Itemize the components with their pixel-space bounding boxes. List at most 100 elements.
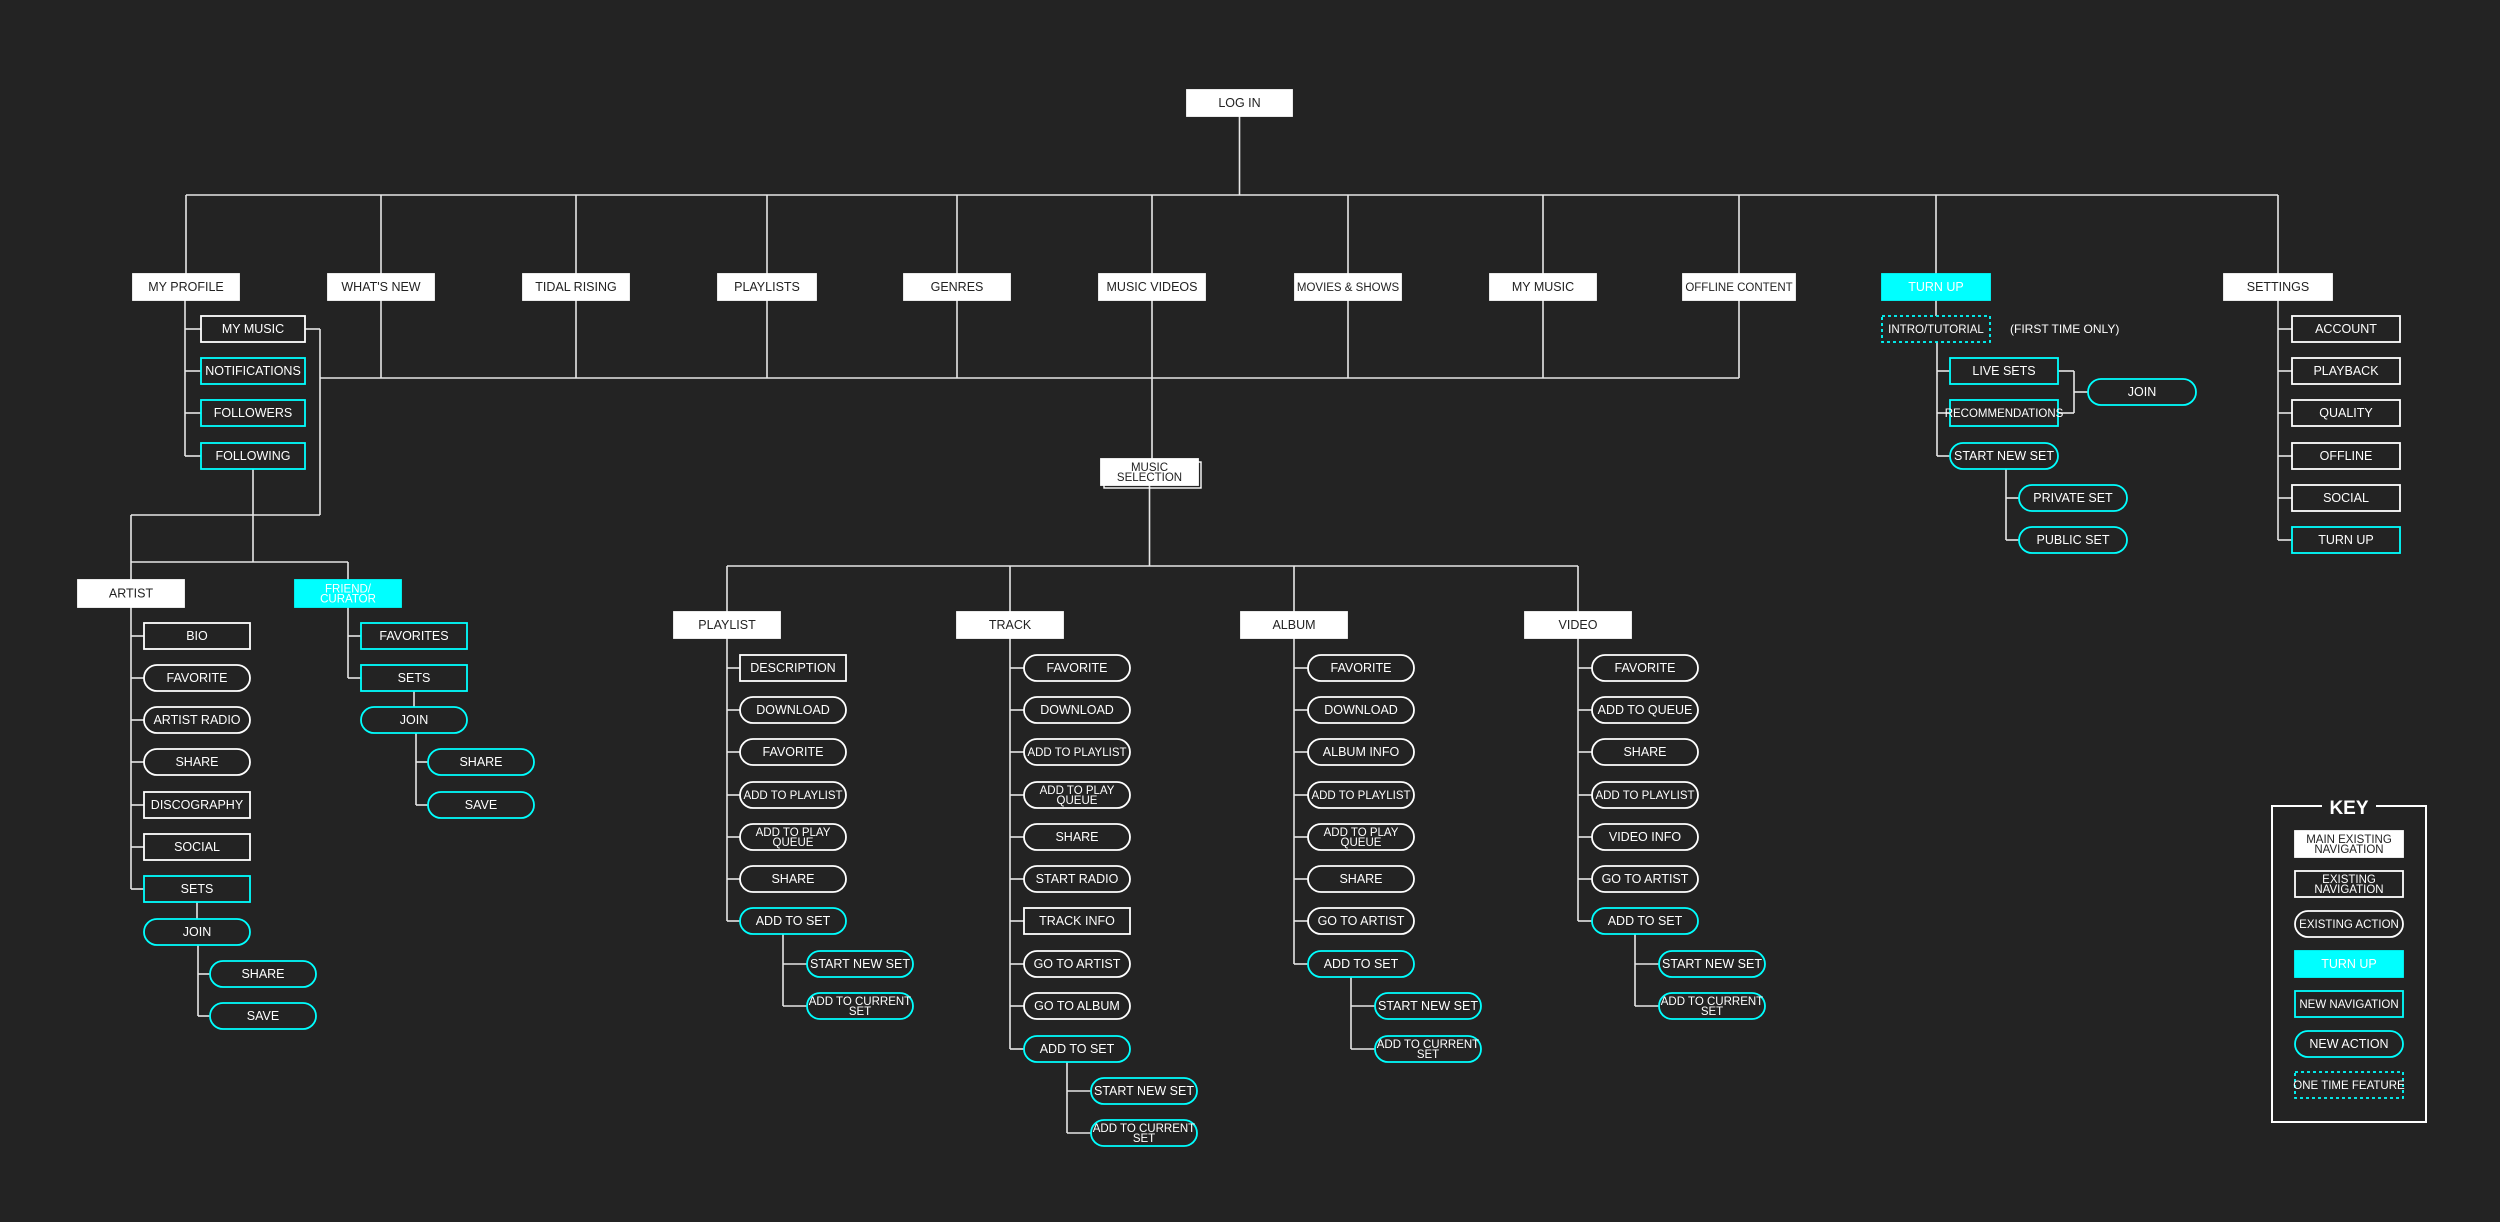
node-label: QUEUE (773, 837, 814, 849)
node-al-album-info: ALBUM INFO (1307, 738, 1415, 766)
node-frame (739, 865, 847, 893)
node-label: MY PROFILE (148, 280, 223, 294)
node-vi-add-to-set: ADD TO SET (1591, 907, 1699, 935)
node-label: DOWNLOAD (756, 703, 830, 717)
node-frame (739, 823, 847, 851)
node-label: SET (1701, 1006, 1723, 1018)
node-tr-favorite: FAVORITE (1023, 654, 1131, 682)
node-frame (1658, 992, 1766, 1020)
node-frame (522, 273, 630, 301)
node-frame (1949, 357, 2059, 385)
node-al-download: DOWNLOAD (1307, 696, 1415, 724)
node-frame (1591, 823, 1699, 851)
node-label: INTRO/TUTORIAL (1888, 324, 1984, 336)
node-al-go-to-artist: GO TO ARTIST (1307, 907, 1415, 935)
node-label: DESCRIPTION (750, 661, 835, 675)
node-pl-start-new-set: START NEW SET (806, 950, 914, 978)
node-start-new-set: START NEW SET (1949, 442, 2059, 470)
node-label: VIDEO (1559, 618, 1598, 632)
node-key-turn-up: TURN UP (2294, 950, 2404, 978)
node-following: FOLLOWING (200, 442, 306, 470)
node-label: TIDAL RISING (535, 280, 617, 294)
connector-lines (130, 116, 2292, 1134)
node-label: SHARE (771, 872, 814, 886)
node-frame (1591, 738, 1699, 766)
node-frame (739, 738, 847, 766)
node-frame (200, 315, 306, 343)
node-frame (1186, 89, 1293, 117)
node-private-set: PRIVATE SET (2018, 484, 2128, 512)
node-artist-join-save: SAVE (209, 1002, 317, 1030)
node-frame (1307, 738, 1415, 766)
node-label: ADD TO CURRENT (1377, 1039, 1479, 1051)
node-live-sets: LIVE SETS (1949, 357, 2059, 385)
node-label: OFFLINE CONTENT (1685, 282, 1792, 294)
node-frame (132, 273, 240, 301)
node-friend-join-save: SAVE (427, 791, 535, 819)
node-tr: TRACK (956, 611, 1064, 639)
node-followers: FOLLOWERS (200, 399, 306, 427)
node-frame (1090, 1077, 1198, 1105)
node-label: FAVORITE (763, 745, 824, 759)
node-label: SET (849, 1006, 871, 1018)
node-vi: VIDEO (1524, 611, 1632, 639)
node-label: START NEW SET (1662, 957, 1762, 971)
node-label: SETTINGS (2247, 280, 2310, 294)
node-al-share: SHARE (1307, 865, 1415, 893)
node-artist: ARTIST (77, 579, 185, 608)
node-genres: GENRES (903, 273, 1011, 301)
node-frame (1591, 781, 1699, 809)
node-frame (1023, 781, 1131, 809)
node-public-set: PUBLIC SET (2018, 526, 2128, 554)
node-tr-start-new-set: START NEW SET (1090, 1077, 1198, 1105)
node-pl-add-to-set: ADD TO SET (739, 907, 847, 935)
node-label: JOIN (2128, 385, 2156, 399)
node-pl-description: DESCRIPTION (739, 654, 847, 682)
node-frame (2018, 526, 2128, 554)
node-frame (1591, 696, 1699, 724)
node-artist-social: SOCIAL (143, 833, 251, 861)
node-label: ALBUM INFO (1323, 745, 1400, 759)
node-frame (1023, 992, 1131, 1020)
node-label: MUSIC (1131, 462, 1168, 474)
node-friend-sets: SETS (360, 664, 468, 692)
node-label: SOCIAL (174, 840, 220, 854)
node-tr-share: SHARE (1023, 823, 1131, 851)
node-label: ADD TO PLAY (1040, 785, 1115, 797)
node-frame (903, 273, 1011, 301)
node-label: WHAT'S NEW (341, 280, 420, 294)
node-frame (1023, 696, 1131, 724)
node-label: FAVORITE (1047, 661, 1108, 675)
node-tr-add-to-set: ADD TO SET (1023, 1035, 1131, 1063)
node-set-social: SOCIAL (2291, 484, 2401, 512)
node-label: ADD TO CURRENT (1661, 996, 1763, 1008)
node-frame (2291, 442, 2401, 470)
node-frame (1489, 273, 1597, 301)
node-label: QUEUE (1057, 795, 1098, 807)
node-friend-favorites: FAVORITES (360, 622, 468, 650)
key-title-gap (2322, 798, 2376, 814)
node-frame (739, 781, 847, 809)
node-label: VIDEO INFO (1609, 830, 1682, 844)
node-label: MUSIC VIDEOS (1107, 280, 1198, 294)
node-label: OFFLINE (2320, 449, 2373, 463)
node-frame (1307, 654, 1415, 682)
node-label: BIO (186, 629, 208, 643)
node-label: ADD TO PLAY (756, 827, 831, 839)
node-frame (739, 696, 847, 724)
node-artist-bio: BIO (143, 622, 251, 650)
node-frame (1240, 611, 1348, 639)
node-label: SAVE (465, 798, 497, 812)
node-label: LOG IN (1218, 96, 1260, 110)
node-label: ADD TO CURRENT (1093, 1123, 1195, 1135)
node-key-new-nav: NEW NAVIGATION (2294, 990, 2404, 1018)
node-label: GO TO ALBUM (1034, 999, 1120, 1013)
node-frame (143, 833, 251, 861)
node-set-quality: QUALITY (2291, 399, 2401, 427)
node-frame (1881, 273, 1991, 301)
